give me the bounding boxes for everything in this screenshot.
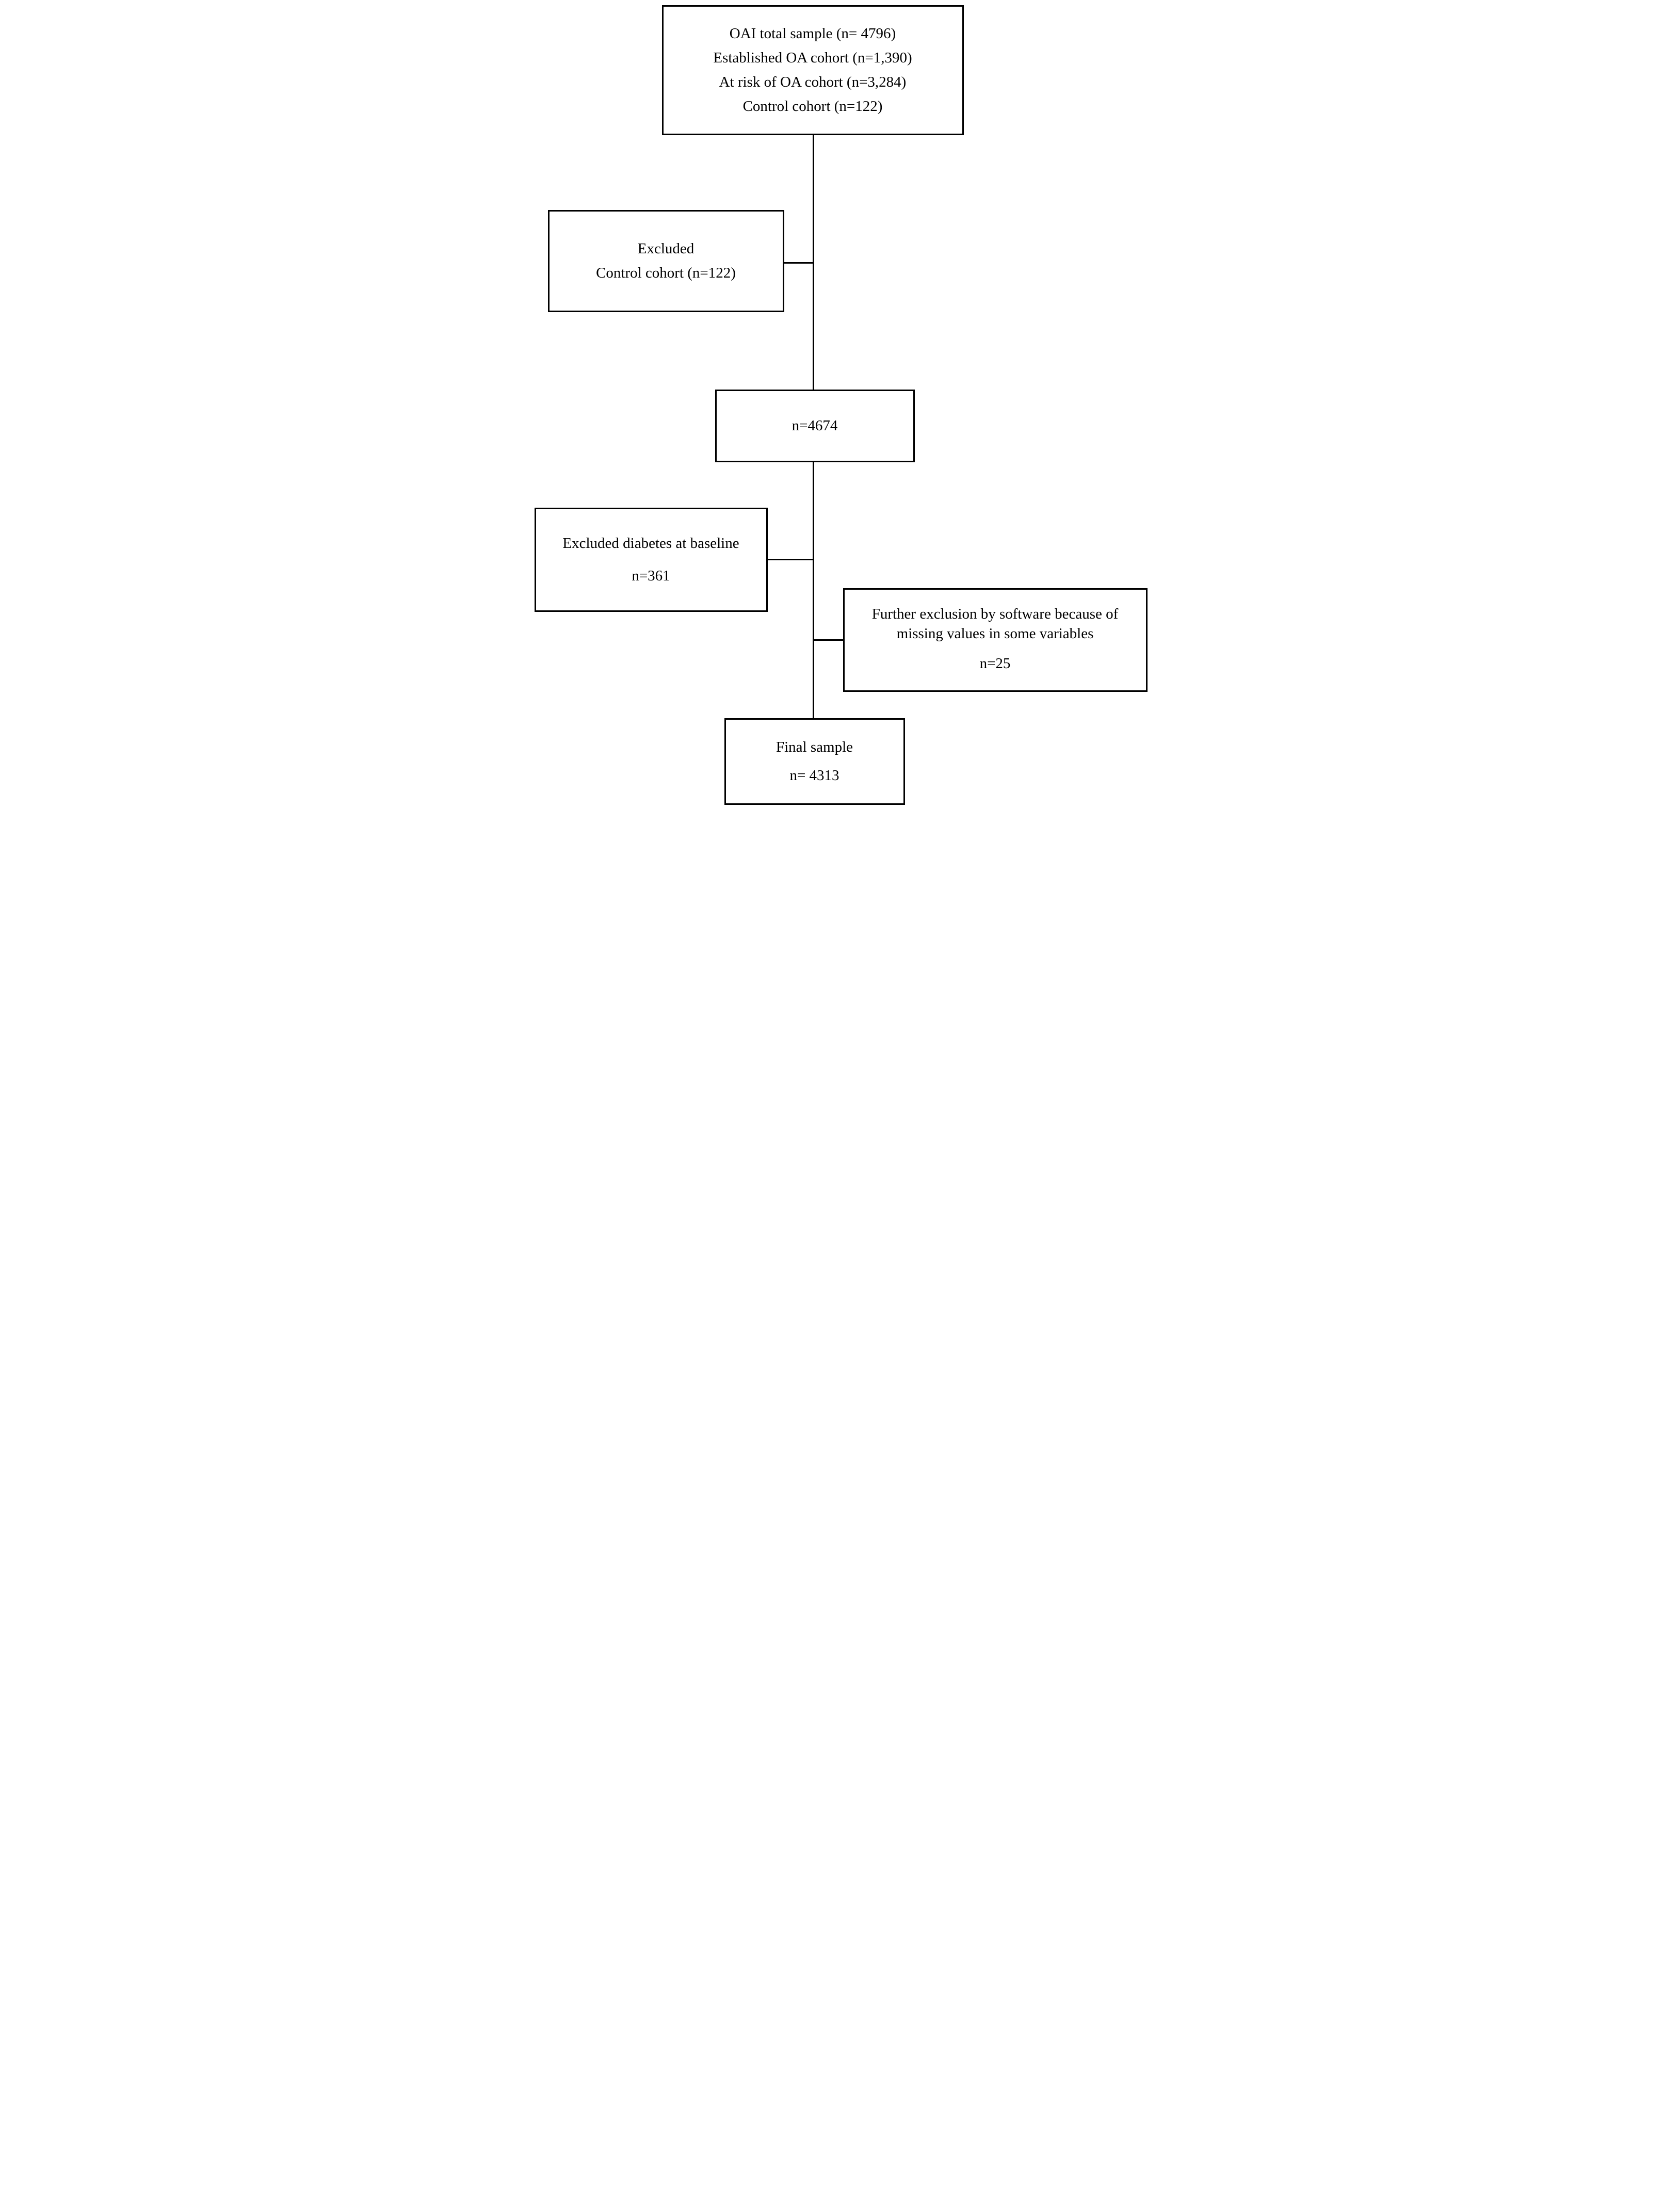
connector-excluded-missing (813, 639, 843, 641)
flow-box-excluded-diabetes: Excluded diabetes at baseline n=361 (534, 508, 768, 612)
final-sample-count: n= 4313 (789, 767, 839, 784)
connector-excluded-control (784, 262, 814, 264)
excluded-diabetes-count: n=361 (632, 568, 670, 584)
after-control-exclusion-count: n=4674 (791, 417, 838, 434)
flow-box-after-control-exclusion: n=4674 (715, 390, 915, 462)
excluded-diabetes-label: Excluded diabetes at baseline (562, 535, 739, 552)
flow-box-total-sample: OAI total sample (n= 4796) Established O… (661, 5, 964, 135)
final-sample-label: Final sample (776, 739, 853, 755)
control-cohort-line: Control cohort (n=122) (742, 98, 883, 115)
connector-excluded-diabetes (767, 559, 814, 560)
flow-box-excluded-control: Excluded Control cohort (n=122) (547, 210, 784, 312)
excluded-label: Excluded (637, 240, 694, 257)
excluded-control-count: Control cohort (n=122) (596, 265, 736, 281)
excluded-missing-count: n=25 (979, 655, 1011, 672)
established-oa-line: Established OA cohort (n=1,390) (713, 50, 912, 66)
excluded-missing-label: Further exclusion by software because of… (871, 606, 1119, 642)
flow-box-excluded-missing: Further exclusion by software because of… (843, 588, 1148, 692)
at-risk-oa-line: At risk of OA cohort (n=3,284) (719, 74, 907, 90)
total-sample-line: OAI total sample (n= 4796) (729, 25, 896, 42)
participant-flow-diagram: OAI total sample (n= 4796) Established O… (529, 0, 1151, 808)
flow-box-final-sample: Final sample n= 4313 (724, 718, 905, 805)
